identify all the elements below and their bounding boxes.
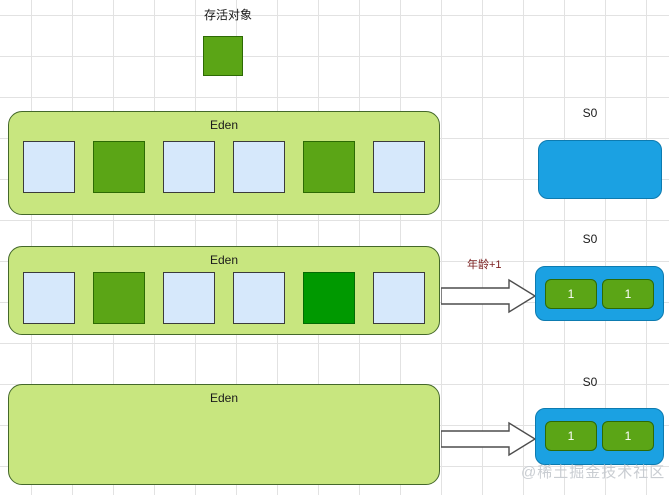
eden-region-row-1: Eden bbox=[8, 111, 440, 215]
eden-slot-surviving-dark bbox=[303, 272, 355, 324]
eden-label-row-1: Eden bbox=[209, 118, 239, 132]
survivor-items-row-3: 1 1 bbox=[545, 421, 654, 451]
eden-slot-surviving bbox=[93, 272, 145, 324]
eden-label-row-2: Eden bbox=[209, 253, 239, 267]
eden-slot-empty bbox=[23, 272, 75, 324]
survivor-items-row-2: 1 1 bbox=[545, 279, 654, 309]
eden-label-row-3: Eden bbox=[209, 391, 239, 405]
eden-slot-surviving bbox=[303, 141, 355, 193]
survivor-object-age: 1 bbox=[545, 421, 597, 451]
legend-label: 存活对象 bbox=[203, 8, 252, 22]
eden-slot-empty bbox=[373, 141, 425, 193]
survivor-label-row-2: S0 bbox=[582, 232, 598, 246]
survivor-space-row-3: 1 1 bbox=[535, 408, 664, 465]
eden-slots-row-2 bbox=[23, 272, 425, 324]
eden-slot-empty bbox=[233, 272, 285, 324]
block-arrow-right-row-3 bbox=[441, 421, 537, 457]
survivor-label-row-3: S0 bbox=[582, 375, 598, 389]
eden-slot-empty bbox=[163, 272, 215, 324]
survivor-object-age: 1 bbox=[545, 279, 597, 309]
block-arrow-right-row-2 bbox=[441, 278, 537, 314]
survivor-label-row-1: S0 bbox=[582, 106, 598, 120]
eden-region-row-3: Eden bbox=[8, 384, 440, 485]
survivor-object-age: 1 bbox=[602, 421, 654, 451]
survivor-space-row-2: 1 1 bbox=[535, 266, 664, 321]
eden-slot-surviving bbox=[93, 141, 145, 193]
surviving-object-swatch bbox=[203, 36, 243, 76]
eden-region-row-2: Eden bbox=[8, 246, 440, 335]
eden-slot-empty bbox=[23, 141, 75, 193]
eden-slot-empty bbox=[373, 272, 425, 324]
eden-slots-row-1 bbox=[23, 141, 425, 193]
watermark: @稀土掘金技术社区 bbox=[521, 464, 666, 481]
survivor-space-row-1 bbox=[538, 140, 662, 199]
survivor-object-age: 1 bbox=[602, 279, 654, 309]
arrow-label-age-increment: 年龄+1 bbox=[467, 259, 502, 271]
eden-slot-empty bbox=[163, 141, 215, 193]
eden-slot-empty bbox=[233, 141, 285, 193]
